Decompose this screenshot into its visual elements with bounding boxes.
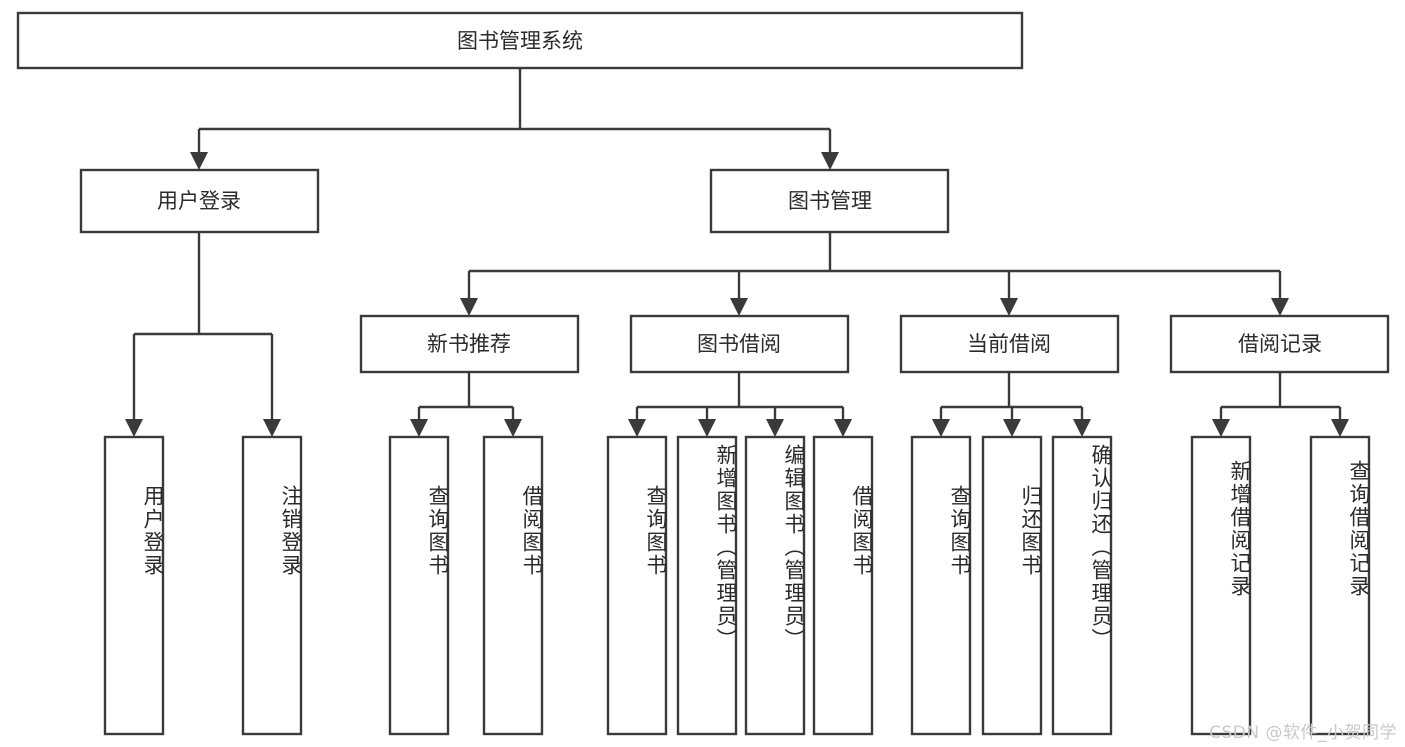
arrowhead-borrow-record [1271, 298, 1289, 316]
arrowhead-current-borrow [1000, 298, 1018, 316]
node-book-manage[interactable] [709, 168, 950, 234]
node-leaf-query-record[interactable] [1309, 435, 1371, 736]
node-leaf-borrow-book-2[interactable] [812, 435, 874, 736]
arrowhead-leaf-add-record [1212, 419, 1230, 437]
connector-layer [125, 68, 1349, 437]
node-current-borrow-label: 当前借阅 [967, 332, 1051, 356]
node-leaf-logout[interactable] [241, 435, 303, 736]
arrowhead-leaf-user-login [125, 419, 143, 437]
node-user-login[interactable] [79, 168, 320, 234]
node-leaf-return-book[interactable] [981, 435, 1043, 736]
node-borrow-record[interactable] [1169, 314, 1390, 374]
arrowhead-leaf-query-book-2 [628, 419, 646, 437]
node-book-manage-label: 图书管理 [788, 189, 872, 213]
arrowhead-book-borrow [730, 298, 748, 316]
arrowhead-user-login [190, 152, 208, 170]
node-book-borrow[interactable] [629, 314, 850, 374]
csdn-watermark: CSDN @软件_小贺同学 [1209, 723, 1397, 743]
node-new-book-rec[interactable] [359, 314, 580, 374]
arrowhead-leaf-borrow-book-1 [504, 419, 522, 437]
node-user-login-label: 用户登录 [157, 189, 241, 213]
arrowhead-leaf-return-book [1003, 419, 1021, 437]
arrowhead-leaf-confirm-return [1073, 419, 1091, 437]
node-leaf-add-record[interactable] [1190, 435, 1252, 736]
arrowhead-leaf-logout [263, 419, 281, 437]
node-leaf-query-book-3[interactable] [910, 435, 972, 736]
arrowhead-leaf-query-book-3 [932, 419, 950, 437]
node-current-borrow[interactable] [899, 314, 1120, 374]
node-leaf-confirm-return[interactable] [1051, 435, 1113, 736]
arrowhead-leaf-query-book-1 [410, 419, 428, 437]
arrowhead-leaf-borrow-book-2 [834, 419, 852, 437]
node-new-book-rec-label: 新书推荐 [427, 332, 511, 356]
node-root-label: 图书管理系统 [457, 29, 583, 53]
node-root[interactable] [16, 11, 1024, 70]
arrowhead-leaf-edit-book [766, 419, 784, 437]
node-leaf-borrow-book-1[interactable] [482, 435, 544, 736]
node-borrow-record-label: 借阅记录 [1238, 332, 1322, 356]
node-layer: 图书管理系统 用户登录 图书管理 新书推荐 图书借阅 当前借阅 借阅记录 [16, 11, 1390, 736]
node-leaf-add-book[interactable] [676, 435, 738, 736]
node-leaf-user-login[interactable] [103, 435, 165, 736]
node-leaf-query-book-1[interactable] [388, 435, 450, 736]
arrowhead-new-book-rec [460, 298, 478, 316]
arrowhead-leaf-query-record [1331, 419, 1349, 437]
node-book-borrow-label: 图书借阅 [697, 332, 781, 356]
node-leaf-query-book-2[interactable] [606, 435, 668, 736]
arrowhead-leaf-add-book [698, 419, 716, 437]
arrowhead-book-manage [821, 152, 839, 170]
node-leaf-edit-book[interactable] [744, 435, 806, 736]
